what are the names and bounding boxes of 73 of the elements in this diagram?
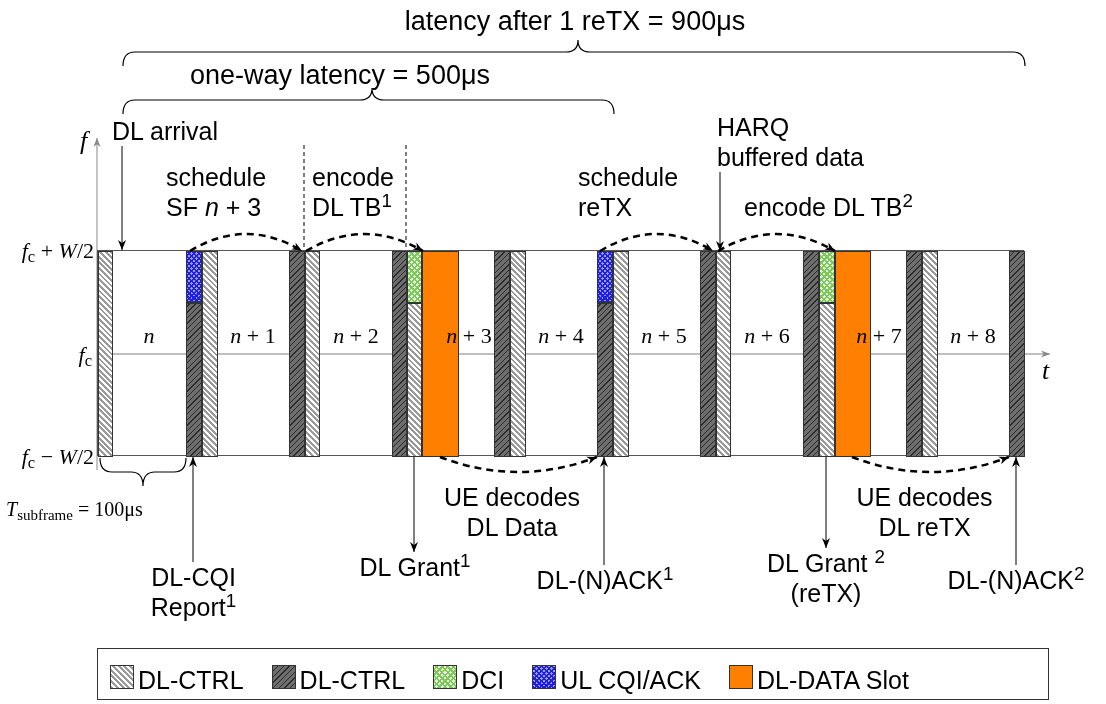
control-slot (305, 251, 320, 457)
legend-label: DL-DATA Slot (757, 665, 909, 695)
control-slot (803, 251, 819, 457)
data-slot (835, 251, 871, 457)
dashed-arrow (851, 455, 1010, 474)
edge-label: encode DL TB$^{1}$ (312, 162, 396, 222)
annotation-label: DL Grant$^{1}$ (340, 552, 490, 582)
control-slot (289, 251, 305, 457)
legend-label: DCI (461, 665, 505, 695)
subframe-label: n + 2 (333, 323, 379, 349)
control-slot (906, 251, 922, 457)
frequency-band (97, 250, 1024, 456)
axis-label: one-way latency = 500μs (190, 60, 491, 90)
edge-label: UE decodes DL Data (442, 482, 582, 542)
dashed-arrow (189, 232, 303, 253)
subframe-label: n (143, 323, 155, 349)
edge-label: schedule reTX (578, 162, 680, 222)
axis-label: f (80, 126, 91, 156)
uplink-report-slot (186, 251, 202, 303)
edge-label: encode DL TB$^{2}$ (744, 192, 914, 222)
dashed-arrow (305, 232, 424, 253)
dci-slot (819, 251, 835, 303)
annotation-label: HARQ buffered data (717, 112, 877, 172)
dashed-arrow (717, 232, 836, 253)
control-slot (819, 303, 835, 457)
data-slot (422, 251, 459, 457)
control-slot (392, 251, 407, 457)
arrow (716, 171, 724, 252)
arrow (822, 456, 830, 549)
subframe-label: n + 5 (641, 323, 687, 349)
subframe-label: n + 1 (230, 323, 276, 349)
control-slot (716, 251, 731, 457)
arrow (600, 456, 608, 566)
control-slot (494, 251, 510, 457)
control-slot (186, 303, 202, 457)
annotation-label: DL-(N)ACK$^{2}$ (930, 565, 1102, 595)
control-slot (700, 251, 716, 457)
axis-label: latency after 1 reTX = 900μs (403, 6, 747, 36)
control-slot (1009, 251, 1025, 457)
axis-label: f$_{c}$ (77, 341, 92, 370)
dci-slot (407, 251, 422, 303)
dashed-arrow (439, 455, 598, 474)
subframe-label: n + 6 (744, 323, 790, 349)
control-slot (613, 251, 629, 457)
edge-label: schedule SF n + 3 (166, 162, 268, 222)
subframe-label: n + 8 (950, 323, 996, 349)
control-slot (98, 251, 113, 457)
control-slot (510, 251, 526, 457)
edge-label: UE decodes DL reTX (855, 482, 994, 542)
legend-label: DL-CTRL (138, 665, 244, 695)
annotation-label: DL-CQI Report$^{1}$ (136, 562, 251, 622)
subframe-label: n + 3 (446, 323, 492, 349)
axis-label: f$_{c}$ − W/2 (20, 443, 94, 472)
subframe-label: n + 4 (538, 323, 584, 349)
annotation-label: DL arrival (112, 116, 272, 146)
control-slot (597, 303, 613, 457)
control-slot (922, 251, 938, 457)
axis-label: t (1042, 356, 1051, 386)
uplink-report-slot (597, 251, 613, 303)
dashed-arrow (599, 232, 714, 253)
axis-label: f$_{c}$ + W/2 (20, 237, 94, 266)
control-slot (407, 303, 422, 457)
annotation-label: DL-(N)ACK$^{1}$ (515, 565, 695, 595)
arrow (410, 456, 418, 553)
arrow (189, 456, 197, 563)
control-slot (202, 251, 218, 457)
arrow (1012, 456, 1020, 566)
arrow (118, 145, 126, 251)
legend-label: UL CQI/ACK (560, 665, 701, 695)
subframe-label: n + 7 (856, 323, 902, 349)
annotation-label: DL Grant $^{2}$ (reTX) (746, 548, 906, 608)
legend-label: DL-CTRL (299, 665, 406, 695)
axis-label: T$_{subframe}$ = 100μs (6, 497, 144, 524)
